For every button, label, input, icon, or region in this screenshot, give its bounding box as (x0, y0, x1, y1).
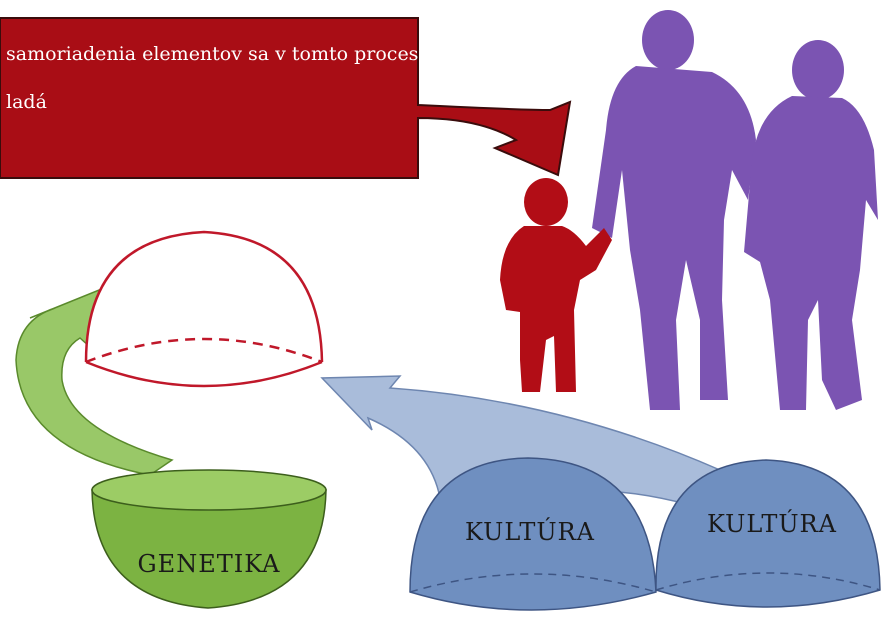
adults-silhouette (592, 10, 878, 410)
genetika-bowl: GENETIKA (91, 469, 327, 609)
kultura-dome-left: KULTÚRA (409, 457, 657, 611)
empty-hemisphere (84, 230, 324, 388)
kultura-left-label: KULTÚRA (465, 517, 595, 546)
kultura-dome-right: KULTÚRA (655, 459, 881, 608)
genetika-label: GENETIKA (138, 550, 281, 578)
child-silhouette (500, 178, 612, 392)
kultura-right-label: KULTÚRA (707, 509, 837, 538)
banner-arrow: samoriadenia elementov sa v tomto proces… (0, 17, 572, 179)
genetics-arrow (15, 286, 174, 476)
banner-text-line2: ladá (6, 91, 47, 113)
banner-text-line1: samoriadenia elementov sa v tomto proces… (6, 43, 430, 65)
